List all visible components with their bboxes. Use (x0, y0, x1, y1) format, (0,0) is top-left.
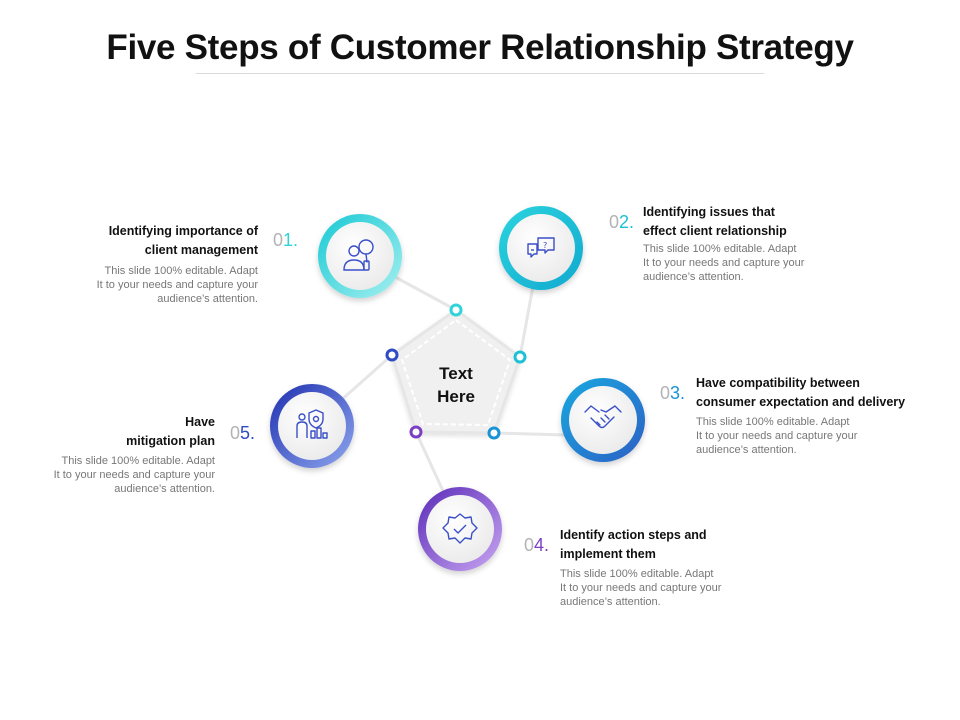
step-number-2-suffix: 2. (619, 212, 635, 232)
step-desc-1: This slide 100% editable. Adapt It to yo… (40, 264, 258, 306)
center-pentagon (390, 308, 522, 435)
step-desc-5: This slide 100% editable. Adapt It to yo… (20, 454, 215, 496)
chat-question-icon: ? (527, 237, 555, 258)
step-number-1-prefix: 0 (273, 230, 284, 250)
step-number-3-prefix: 0 (660, 383, 671, 403)
step-desc-1-line-1: This slide 100% editable. Adapt (104, 265, 259, 277)
step-title-2-line-1: Identifying issues that (643, 205, 775, 219)
vertex-dot-2 (513, 350, 527, 364)
badge-check-icon (442, 513, 478, 544)
step-title-5-line-1: Have (185, 415, 215, 429)
center-pentagon-inner (400, 318, 512, 427)
step-number-2-prefix: 0 (609, 212, 620, 232)
step-desc-3-line-3: audience’s attention. (696, 444, 797, 456)
step-title-4: Identify action steps and implement them (560, 526, 800, 564)
step-circle-1 (318, 214, 402, 298)
step-desc-2-line-1: This slide 100% editable. Adapt (643, 243, 797, 255)
step-desc-1-line-3: audience’s attention. (157, 293, 258, 305)
handshake-icon (584, 405, 622, 429)
page-title: Five Steps of Customer Relationship Stra… (106, 28, 854, 67)
step-desc-1-line-2: It to your needs and capture your (96, 279, 258, 291)
center-text: Text Here (418, 362, 494, 408)
step-number-1: 01. (273, 230, 298, 251)
step-desc-4-line-2: It to your needs and capture your (560, 582, 722, 594)
team-search-icon (343, 239, 374, 271)
step-desc-4-line-1: This slide 100% editable. Adapt (560, 568, 714, 580)
vertex-dot-4 (409, 425, 423, 439)
step-desc-4: This slide 100% editable. Adapt It to yo… (560, 567, 800, 609)
step-title-1-line-2: client management (144, 243, 258, 257)
center-text-line-1: Text (439, 364, 473, 383)
step-title-3-line-2: consumer expectation and delivery (696, 395, 906, 409)
step-title-2-line-2: effect client relationship (643, 224, 787, 238)
step-title-1: Identifying importance of client managem… (40, 222, 258, 260)
step-number-5-prefix: 0 (230, 423, 241, 443)
step-circle-4 (418, 487, 502, 571)
step-desc-5-line-2: It to your needs and capture your (53, 469, 215, 481)
step-title-5-line-2: mitigation plan (126, 434, 215, 448)
step-desc-3: This slide 100% editable. Adapt It to yo… (696, 415, 946, 457)
step-number-4: 04. (524, 535, 549, 556)
step-title-3: Have compatibility between consumer expe… (696, 374, 946, 412)
title-divider (196, 73, 764, 74)
step-number-3-suffix: 3. (670, 383, 686, 403)
step-number-1-suffix: 1. (283, 230, 299, 250)
step-number-3: 03. (660, 383, 685, 404)
shield-person-icon (296, 409, 328, 439)
step-number-5: 05. (230, 423, 255, 444)
step-desc-2: This slide 100% editable. Adapt It to yo… (643, 242, 883, 284)
step-title-5: Have mitigation plan (20, 413, 215, 451)
svg-text:?: ? (543, 241, 547, 250)
vertex-dot-5 (385, 348, 399, 362)
step-number-4-suffix: 4. (534, 535, 550, 555)
step-desc-4-line-3: audience’s attention. (560, 596, 661, 608)
step-number-4-prefix: 0 (524, 535, 535, 555)
step-desc-3-line-1: This slide 100% editable. Adapt (696, 416, 850, 428)
step-desc-2-line-3: audience’s attention. (643, 271, 744, 283)
step-title-4-line-2: implement them (560, 547, 656, 561)
vertex-dot-1 (449, 303, 463, 317)
step-circle-2 (499, 206, 583, 290)
step-desc-5-line-3: audience’s attention. (114, 483, 215, 495)
step-number-2: 02. (609, 212, 634, 233)
step-desc-2-line-2: It to your needs and capture your (643, 257, 805, 269)
center-text-line-2: Here (437, 387, 475, 406)
step-title-1-line-1: Identifying importance of (108, 224, 258, 238)
step-title-4-line-1: Identify action steps and (560, 528, 707, 542)
step-title-3-line-1: Have compatibility between (696, 376, 860, 390)
step-desc-5-line-1: This slide 100% editable. Adapt (61, 455, 216, 467)
vertex-dot-3 (487, 426, 501, 440)
step-desc-3-line-2: It to your needs and capture your (696, 430, 858, 442)
step-number-5-suffix: 5. (240, 423, 256, 443)
step-title-2: Identifying issues that effect client re… (643, 203, 883, 241)
